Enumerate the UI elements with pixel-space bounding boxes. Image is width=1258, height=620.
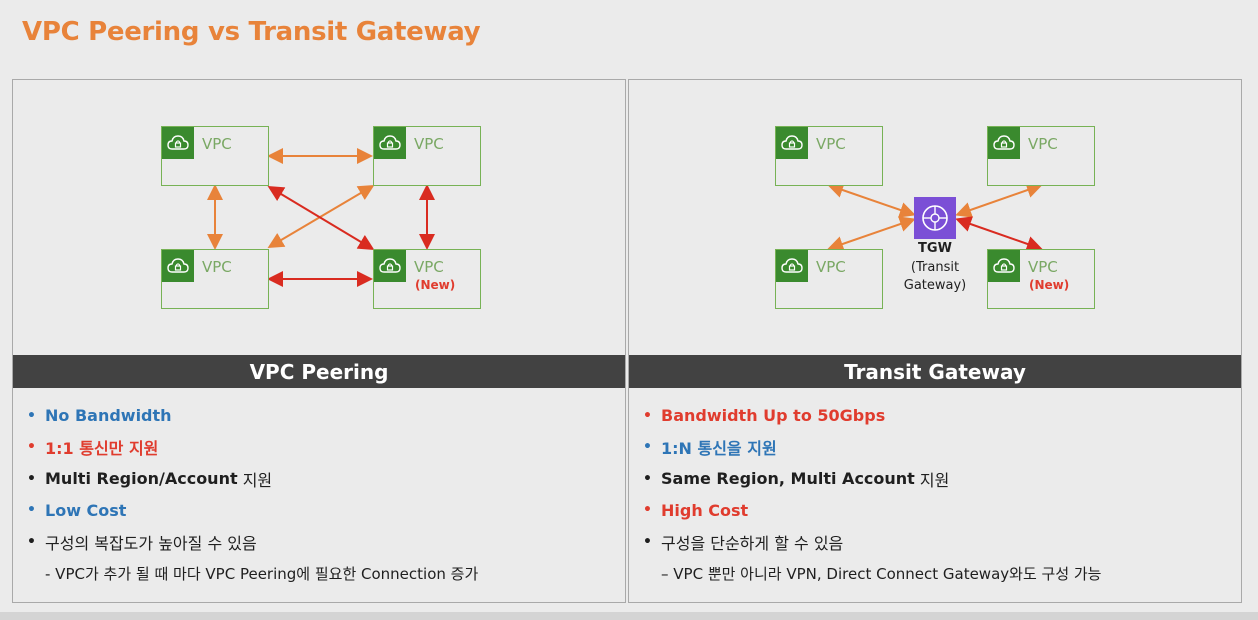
cloud-lock-icon [374,127,406,159]
bullet-dot-icon: • [27,470,36,487]
bullet-dot-icon: • [643,439,652,456]
vpc-new-badge: (New) [415,278,456,292]
bullet-text: 구성을 단순하게 할 수 있음 [661,533,844,553]
vpc-label: VPC [816,258,846,276]
bullet-text: Same Region, Multi Account [661,469,915,489]
tgw-title: TGW [918,241,952,256]
vpc-new-badge: (New) [1029,278,1070,292]
bullet-dot-icon: • [643,407,652,424]
tgw-link-bottom-left [827,216,916,252]
bullet-dot-icon: • [643,533,652,550]
cloud-lock-icon [374,250,406,282]
bullet-item: • Multi Region/Account 지원 [27,463,617,495]
bullet-item: • Bandwidth Up to 50Gbps [643,400,1233,432]
bullet-dot-icon: • [27,533,36,550]
peer-link-diagonal-red [267,185,375,251]
bullet-item: • Same Region, Multi Account 지원 [643,463,1233,495]
bullet-dot-icon: • [27,502,36,519]
bullet-dot-icon: • [27,439,36,456]
bullet-sub-note: - VPC가 추가 될 때 마다 VPC Peering에 필요한 Connec… [45,564,479,583]
bullet-item: • High Cost [643,495,1233,527]
vpc-label: VPC [1028,258,1058,276]
vpc-box: VPC [373,126,481,186]
vpc-box: VPC [775,126,883,186]
bullet-list: • No Bandwidth • 1:1 통신만 지원 • Multi Regi… [27,400,617,589]
bullet-text: No Bandwidth [45,406,172,426]
vpc-box: VPC [775,249,883,309]
bullet-sub-note: – VPC 뿐만 아니라 VPN, Direct Connect Gateway… [661,564,1102,583]
bullet-item: • 구성을 단순하게 할 수 있음 [643,526,1233,558]
bullet-text: Multi Region/Account [45,469,238,489]
vpc-box-new: VPC (New) [373,249,481,309]
bullet-dot-icon: • [643,470,652,487]
vpc-peering-panel: VPC VPC VPC VPC (New) VPC Peering • No B… [12,79,626,603]
vpc-box: VPC [987,126,1095,186]
tgw-connections [827,182,1043,252]
bullet-item: • 1:N 통신을 지원 [643,432,1233,464]
bullet-list: • Bandwidth Up to 50Gbps • 1:N 통신을 지원 • … [643,400,1233,589]
panel-header: Transit Gateway [629,355,1241,388]
transit-gateway-icon [914,197,956,239]
vpc-label: VPC [1028,135,1058,153]
bullet-text: 구성의 복잡도가 높아질 수 있음 [45,533,257,553]
bullet-item: • 1:1 통신만 지원 [27,432,617,464]
bullet-text: 1:1 통신만 지원 [45,439,159,459]
peering-connections [207,148,435,287]
vpc-label: VPC [414,258,444,276]
bullet-dot-icon: • [27,407,36,424]
panel-header: VPC Peering [13,355,625,388]
vpc-peering-diagram: VPC VPC VPC VPC (New) [13,80,625,355]
bullet-text: High Cost [661,500,749,520]
tgw-link-bottom-right [955,216,1043,252]
vpc-label: VPC [414,135,444,153]
tgw-subtitle-line1: (Transit [910,260,960,275]
bottom-strip [0,612,1258,620]
cloud-lock-icon [162,127,194,159]
cloud-lock-icon [776,250,808,282]
transit-gateway-panel: VPC VPC VPC VPC (New) [628,79,1242,603]
cloud-lock-icon [988,127,1020,159]
vpc-label: VPC [202,258,232,276]
vpc-box: VPC [161,249,269,309]
bullet-item: • 구성의 복잡도가 높아질 수 있음 [27,526,617,558]
bullet-item: • Low Cost [27,495,617,527]
vpc-label: VPC [816,135,846,153]
bullet-text: Low Cost [45,500,127,520]
bullet-suffix: 지원 [237,470,273,490]
bullet-suffix: 지원 [914,470,950,490]
vpc-box-new: VPC (New) [987,249,1095,309]
cloud-lock-icon [162,250,194,282]
vpc-box: VPC [161,126,269,186]
transit-gateway-diagram: VPC VPC VPC VPC (New) [629,80,1241,355]
tgw-link-top-right [955,182,1043,218]
bullet-text: Bandwidth Up to 50Gbps [661,406,886,426]
tgw-subtitle-line2: Gateway) [903,278,967,293]
cloud-lock-icon [988,250,1020,282]
bullet-item: • No Bandwidth [27,400,617,432]
cloud-lock-icon [776,127,808,159]
vpc-label: VPC [202,135,232,153]
bullet-text: 1:N 통신을 지원 [661,439,777,459]
bullet-dot-icon: • [643,502,652,519]
slide-title: VPC Peering vs Transit Gateway [22,17,481,47]
tgw-link-top-left [827,182,916,218]
